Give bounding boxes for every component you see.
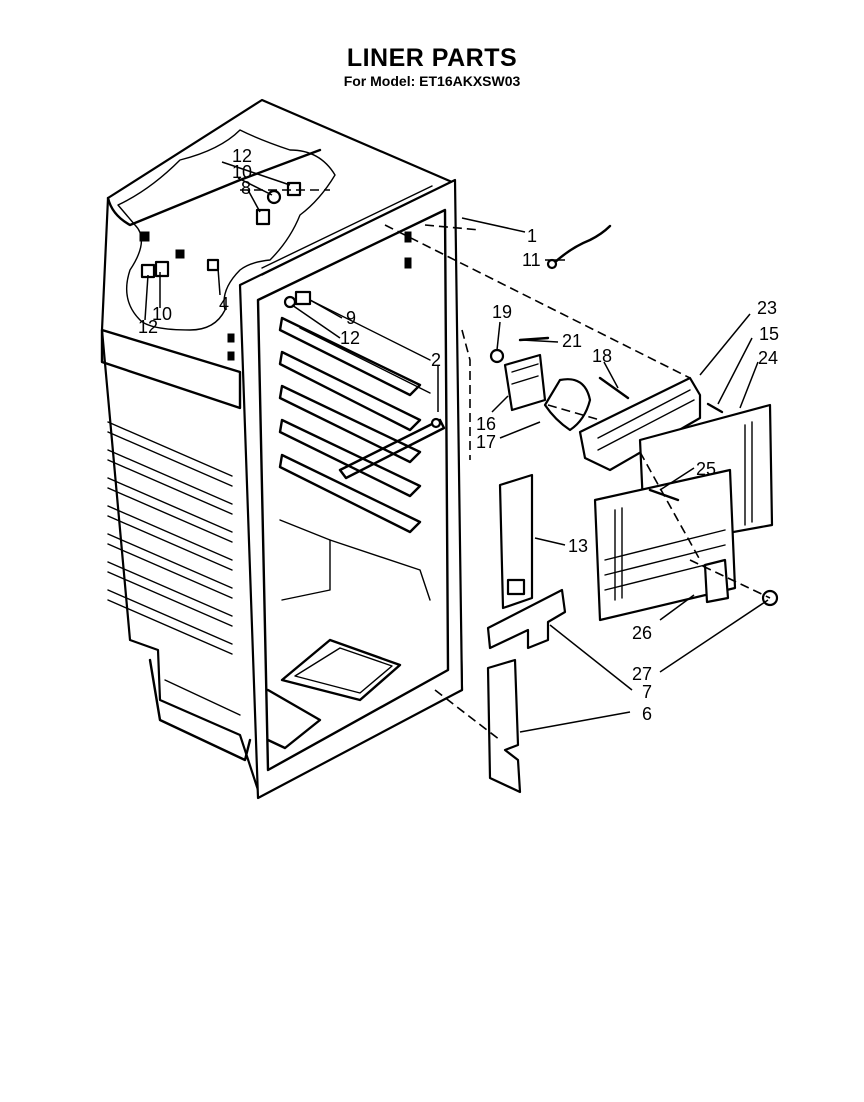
- duct-plate-7: [486, 588, 567, 650]
- liner-crisper-divider: [279, 519, 331, 601]
- callout-12-top: 12: [232, 146, 252, 166]
- clip-icon: [286, 181, 302, 197]
- callout-15: 15: [759, 324, 779, 344]
- callout-12-mid: 12: [340, 328, 360, 348]
- callout-24: 24: [758, 348, 778, 368]
- callout-7: 7: [642, 682, 652, 702]
- callout-9: 9: [346, 308, 356, 328]
- liner-left-ribs: [100, 328, 242, 655]
- screw-15-icon: [706, 402, 724, 414]
- callout-21: 21: [562, 331, 582, 351]
- callout-11: 11: [522, 250, 541, 270]
- callout-leaders: [144, 161, 769, 733]
- callout-19: 19: [492, 302, 512, 322]
- bracket-icon: [255, 208, 271, 226]
- liner-top-foam-outline: [117, 129, 336, 331]
- liner-crisper-pan: [280, 638, 402, 702]
- fan-motor-assembly: [489, 336, 630, 432]
- model-subtitle: For Model: ET16AKXSW03: [343, 73, 521, 89]
- screw-18-icon: [598, 376, 630, 400]
- callout-23: 23: [757, 298, 777, 318]
- callout-8: 8: [241, 178, 251, 198]
- callout-16: 16: [476, 414, 496, 434]
- callout-18: 18: [592, 346, 612, 366]
- nut-icon: [206, 258, 220, 272]
- liner-cabinet: [100, 98, 464, 800]
- callout-1: 1: [527, 226, 537, 246]
- fan-blade-icon: [543, 378, 592, 432]
- light-socket-arm: [338, 418, 446, 480]
- callout-10-left: 10: [152, 304, 172, 324]
- screw-icon: [266, 189, 282, 205]
- callout-6: 6: [642, 704, 652, 724]
- liner-bottom-base: [148, 658, 252, 762]
- grommet-icon: [489, 348, 505, 364]
- callout-labels: 1 11 12 10 8 12 10 4 9 12 2 19 21 18 23 …: [138, 146, 779, 724]
- explosion-lines: [240, 189, 771, 741]
- liner-top-edge: [106, 148, 322, 227]
- callout-25: 25: [696, 459, 716, 479]
- callout-4: 4: [219, 294, 229, 314]
- callout-17: 17: [476, 432, 496, 452]
- liner-bottom-pan: [266, 688, 322, 750]
- liner-front-opening: [256, 208, 450, 772]
- plate-26: [703, 558, 730, 604]
- callout-10-top: 10: [232, 162, 252, 182]
- bracket-icon: [154, 260, 170, 278]
- wire-harness-11: [551, 224, 612, 266]
- callout-12-left: 12: [138, 317, 158, 337]
- liner-mark: [139, 231, 150, 242]
- callout-2: 2: [431, 350, 441, 370]
- duct-cover-6: [486, 658, 522, 794]
- fan-motor-icon: [503, 353, 547, 412]
- callout-27: 27: [632, 664, 652, 684]
- air-duct-13: [498, 473, 534, 610]
- diagram-header: LINER PARTS For Model: ET16AKXSW03: [0, 0, 864, 100]
- bracket-icon: [294, 290, 312, 306]
- page-title: LINER PARTS: [346, 44, 518, 72]
- callout-26: 26: [632, 623, 652, 643]
- callout-13: 13: [568, 536, 588, 556]
